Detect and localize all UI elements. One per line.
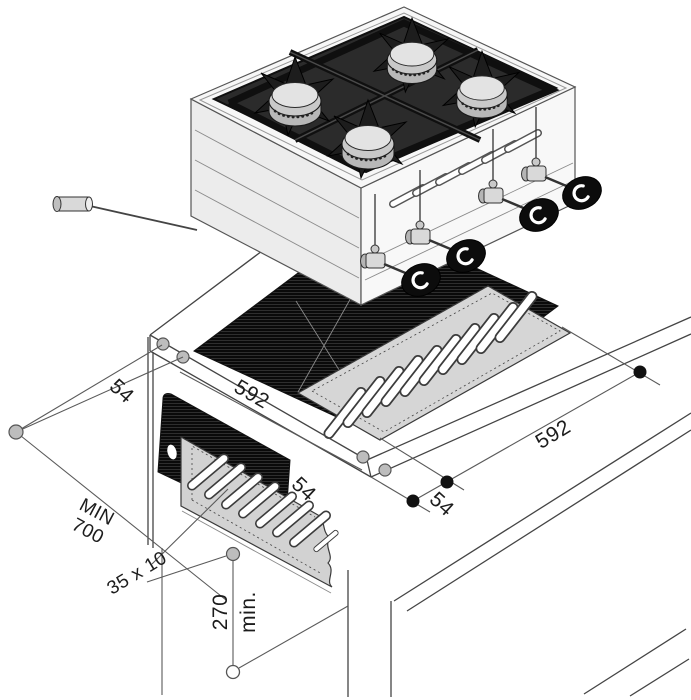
dim-592-right: 592 — [532, 415, 575, 454]
marker-dot-gray — [225, 546, 241, 562]
vent-grille-top — [296, 285, 572, 441]
corner-markers — [156, 337, 392, 477]
dim-270-line1: 270 — [209, 594, 232, 631]
vent-grille-front — [180, 435, 336, 594]
marker-dot-black — [406, 494, 420, 508]
gas-inlet-pipe — [52, 196, 198, 231]
dim-54-right: 54 — [425, 488, 458, 521]
marker-dot-black — [440, 475, 454, 489]
marker-dot-gray — [378, 463, 392, 477]
pan-support-grate — [211, 15, 560, 174]
marker-circle-open — [225, 664, 241, 680]
cabinet-lines — [161, 412, 691, 697]
hob-unit — [52, 6, 609, 306]
opening-hole — [167, 444, 177, 460]
worktop — [147, 218, 691, 697]
marker-dot-gray — [156, 337, 170, 351]
dim-270-line2: min. — [237, 591, 260, 633]
cutout-cross-line — [297, 295, 353, 393]
marker-dot-gray — [8, 424, 24, 440]
marker-dot-gray — [356, 450, 370, 464]
worktop-edges — [147, 229, 691, 548]
marker-dot-black — [633, 365, 647, 379]
dim-slot-35x10: 35 x 10 — [104, 547, 171, 599]
